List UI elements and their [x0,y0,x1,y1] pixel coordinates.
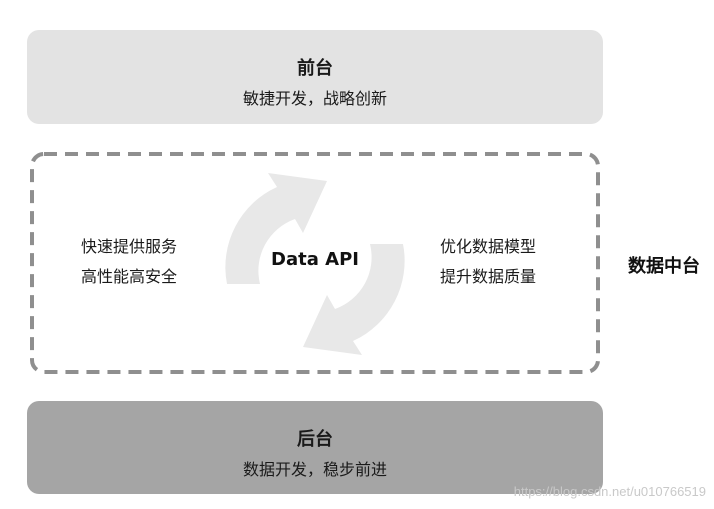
front-title: 前台 [297,58,333,79]
left-feature-line: 快速提供服务 [81,237,178,256]
left-feature-line: 高性能高安全 [81,267,178,286]
right-features: 优化数据模型 提升数据质量 [440,232,536,292]
back-title: 后台 [297,429,333,450]
back-subtitle: 数据开发，稳步前进 [242,460,387,479]
data-api-label: Data API [271,249,359,270]
back-layer-box: 后台 数据开发，稳步前进 [27,401,603,494]
front-layer-box: 前台 敏捷开发，战略创新 [27,30,603,124]
cycle-arrows-icon [225,173,405,355]
data-middle-platform-label: 数据中台 [628,256,700,277]
right-feature-line: 优化数据模型 [440,237,537,256]
watermark-url: https://blog.csdn.net/u010766519 [513,484,706,499]
data-middle-platform-box: 快速提供服务 高性能高安全 Data API 优化数据模型 提升数据质量 [27,149,603,377]
right-feature-line: 提升数据质量 [440,267,537,286]
left-features: 快速提供服务 高性能高安全 [81,232,177,292]
dashed-border [30,152,600,374]
middle-graphics [30,152,600,374]
front-subtitle: 敏捷开发，战略创新 [242,89,387,108]
